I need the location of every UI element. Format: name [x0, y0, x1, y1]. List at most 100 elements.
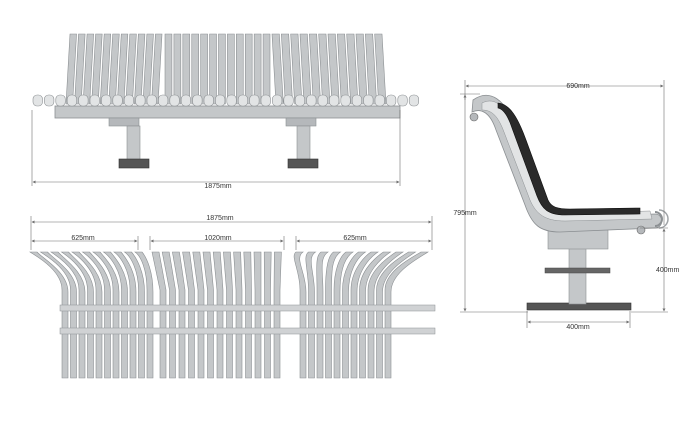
- side-base-dimension: 400mm: [526, 311, 631, 331]
- backrest-slat: [218, 33, 226, 105]
- front-width-dimension: 1875mm: [31, 110, 401, 190]
- front-width-label: 1875mm: [204, 183, 231, 190]
- top-slat: [243, 251, 252, 379]
- backrest-slat: [164, 33, 173, 105]
- seat-slat-end: [158, 94, 169, 107]
- seat-slat-end: [44, 94, 55, 107]
- seat-slat-end: [192, 94, 203, 107]
- side-post: [544, 229, 611, 305]
- seat-slat-end: [374, 94, 385, 107]
- top-slat: [71, 251, 103, 379]
- seat-slat-end: [363, 94, 374, 107]
- top-overall-dimension: 1875mm: [30, 215, 433, 250]
- top-slat: [212, 251, 224, 379]
- seat-slat-end: [146, 94, 157, 107]
- seat-slat-end: [123, 94, 134, 107]
- top-slat: [123, 251, 145, 379]
- seat-slat-end: [226, 94, 237, 107]
- top-slat: [92, 251, 120, 379]
- seat-slat-end: [386, 94, 397, 107]
- side-seat-height-dimension: 400mm: [631, 227, 680, 313]
- top-crossbars: [59, 304, 436, 335]
- side-seat-height-label: 400mm: [656, 267, 680, 274]
- seat-slat-end: [249, 94, 260, 107]
- top-slat: [384, 251, 429, 379]
- top-overall-label: 1875mm: [206, 215, 233, 222]
- seat-slat-end: [66, 94, 77, 107]
- top-slat: [134, 251, 154, 379]
- backrest-slat: [191, 33, 199, 105]
- backrest-slat: [244, 33, 253, 105]
- seat-slat-end: [340, 94, 351, 107]
- backrest-slat: [374, 33, 387, 105]
- seat-slat-end: [180, 94, 191, 107]
- top-left-section-label: 625mm: [71, 235, 95, 242]
- top-slat: [172, 251, 186, 379]
- front-seat-rail: [54, 105, 401, 119]
- seat-slat-end: [306, 94, 317, 107]
- top-slat: [342, 251, 367, 379]
- seat-slat-end: [237, 94, 248, 107]
- seat-slat-end: [397, 94, 408, 107]
- top-left-section-dimension: 625mm: [31, 235, 139, 250]
- backrest-slat: [236, 33, 244, 105]
- top-slat: [223, 251, 233, 379]
- top-slat: [102, 251, 128, 379]
- seat-slat-end: [260, 94, 271, 107]
- backrest-slat: [200, 33, 208, 105]
- top-slat: [293, 251, 307, 379]
- top-center-section-label: 1020mm: [204, 235, 231, 242]
- seat-slat-end: [55, 94, 66, 107]
- backrest-slat: [116, 33, 129, 105]
- top-slat: [202, 251, 214, 379]
- top-slat: [325, 251, 342, 379]
- backrest-slat: [253, 33, 262, 105]
- seat-slat-end: [78, 94, 89, 107]
- seat-slat-end: [89, 94, 100, 107]
- backrest-slat: [262, 33, 271, 105]
- top-right-section-label: 625mm: [343, 235, 367, 242]
- seat-slat-end: [112, 94, 123, 107]
- front-view: 1875mm: [31, 33, 420, 190]
- side-height-label: 795mm: [453, 210, 477, 217]
- top-slat: [263, 251, 272, 379]
- top-right-section-dimension: 625mm: [295, 235, 432, 250]
- side-depth-label: 690mm: [566, 83, 590, 90]
- top-slat: [182, 251, 195, 379]
- front-right-leg: [285, 117, 319, 169]
- side-view: 690mm 795mm 400mm 400mm: [453, 80, 680, 331]
- seat-slat-end: [272, 94, 283, 107]
- backrest-slat: [182, 33, 191, 105]
- front-seat-slat-ends: [32, 94, 420, 107]
- backrest-slat: [271, 33, 284, 105]
- backrest-slat: [173, 33, 182, 105]
- top-slat: [273, 251, 282, 379]
- top-view: 1875mm 625mm 1020mm 625mm: [29, 215, 436, 379]
- front-left-leg: [108, 117, 150, 169]
- top-slat: [39, 251, 77, 379]
- seat-slat-end: [32, 94, 43, 107]
- backrest-slat: [209, 33, 217, 105]
- top-slat: [359, 251, 392, 379]
- top-slat: [253, 251, 262, 379]
- backrest-slat: [82, 33, 94, 105]
- top-slat: [161, 251, 176, 379]
- seat-slat-end: [351, 94, 363, 107]
- top-slat: [50, 251, 86, 379]
- top-slat: [316, 251, 329, 379]
- backrest-slat: [227, 33, 235, 105]
- seat-slat-end: [215, 94, 226, 107]
- top-slat: [81, 251, 111, 379]
- top-slat: [376, 251, 417, 379]
- top-slat: [29, 251, 69, 379]
- seat-slat-end: [283, 94, 294, 107]
- seat-slat-end: [317, 94, 328, 107]
- front-backrest-slats: [65, 33, 387, 105]
- seat-slat-end: [294, 94, 306, 107]
- seat-slat-end: [408, 94, 420, 107]
- top-slat: [333, 251, 354, 379]
- top-slat: [113, 251, 137, 379]
- top-slat: [305, 251, 317, 379]
